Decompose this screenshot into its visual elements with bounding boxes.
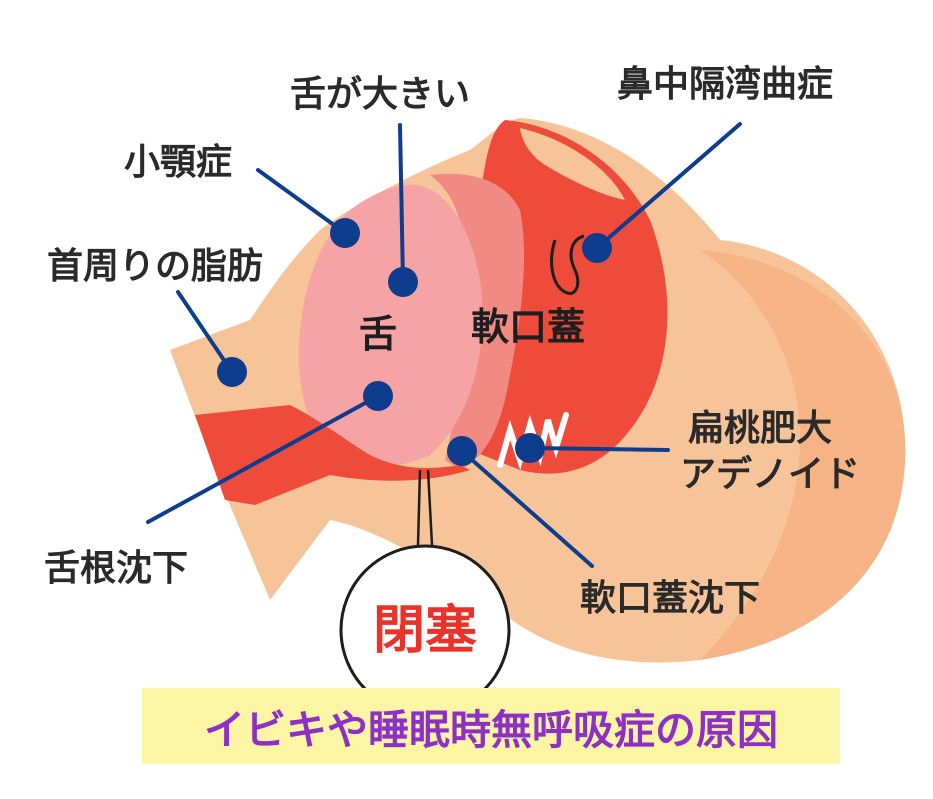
leader-neck-fat <box>176 290 234 374</box>
obstruction-text: 閉塞 <box>373 601 477 661</box>
septum-squiggle <box>550 234 585 295</box>
label-tonsil-2: アデノイド <box>680 453 860 495</box>
leader-tongue-large <box>398 123 405 284</box>
throat-tissue <box>195 405 470 505</box>
caption-text: イビキや睡眠時無呼吸症の原因 <box>204 706 778 754</box>
marker-deviated-septum <box>582 233 612 263</box>
marker-tongue-large <box>388 267 418 297</box>
leader-micrognathia <box>256 168 347 235</box>
marker-micrognathia <box>330 218 360 248</box>
leader-tonsil <box>528 446 670 452</box>
label-neck-fat: 首周りの脂肪 <box>47 246 263 287</box>
leader-tongue-base <box>146 394 380 524</box>
head-back-shade <box>700 250 906 660</box>
label-micrognathia: 小顎症 <box>124 142 232 183</box>
tongue-shape <box>298 184 483 467</box>
label-tongue-base-drop: 舌根沈下 <box>44 548 188 589</box>
marker-tongue-base <box>363 381 393 411</box>
leader-deviated-septum <box>595 122 742 250</box>
nasal-cavity <box>520 128 625 200</box>
marker-neck-fat <box>217 357 247 387</box>
marker-soft-palate-drop <box>447 436 477 466</box>
obstruction-line-right <box>426 469 434 546</box>
obstruction-line-left <box>416 469 422 546</box>
label-soft-palate-drop: 軟口蓋沈下 <box>580 578 760 619</box>
label-tonsil-1: 扁桃肥大 <box>688 408 832 449</box>
marker-tonsil <box>515 433 545 463</box>
label-deviated-septum: 鼻中隔湾曲症 <box>617 63 833 105</box>
label-tongue: 舌 <box>359 312 397 356</box>
caption-banner: イビキや睡眠時無呼吸症の原因 <box>142 688 840 764</box>
leader-soft-palate-drop <box>460 449 594 568</box>
label-tongue-large: 舌が大きい <box>290 74 470 115</box>
label-soft-palate: 軟口蓋 <box>471 305 585 349</box>
